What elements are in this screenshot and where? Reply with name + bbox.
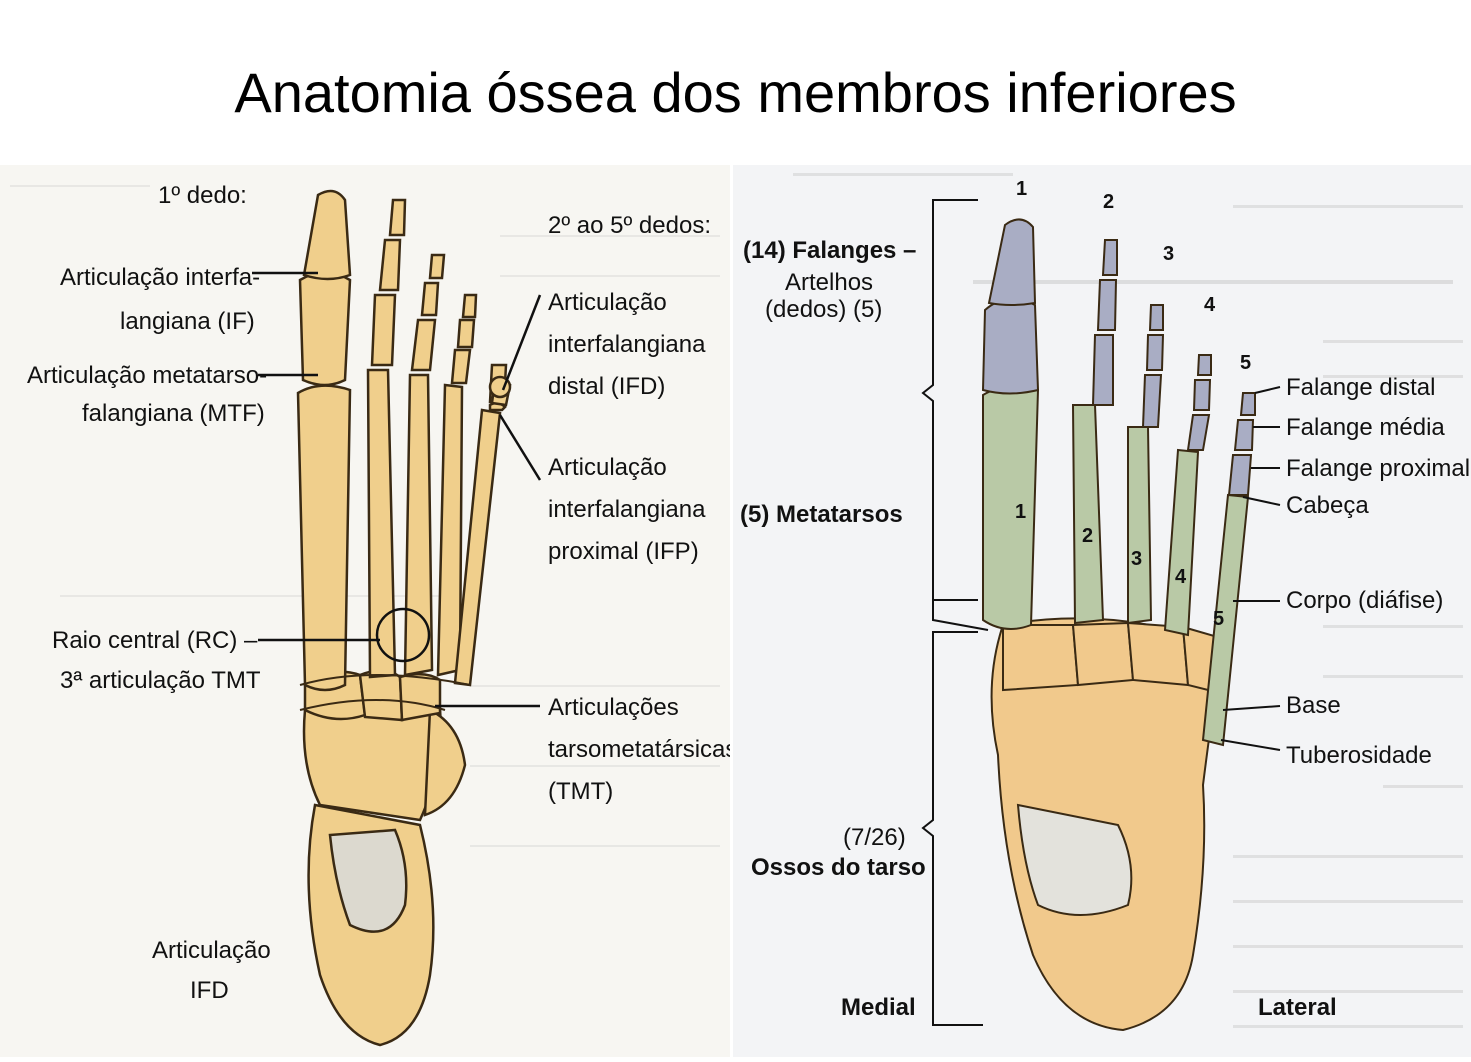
if-joint-label-2: langiana (IF) bbox=[120, 308, 255, 335]
phalanges-label-1: (14) Falanges – bbox=[743, 237, 916, 264]
mtf-joint-label-2: falangiana (MTF) bbox=[82, 400, 265, 427]
central-ray-label-1: Raio central (RC) – bbox=[52, 627, 258, 654]
brackets bbox=[921, 199, 989, 1026]
metatarsal-number-4: 4 bbox=[1175, 566, 1187, 588]
left-foot-diagram: 1º dedo: 2º ao 5º dedos: Articulação int… bbox=[0, 165, 737, 1057]
middle-phalanx-label: Falange média bbox=[1286, 414, 1445, 441]
other-toes-label: 2º ao 5º dedos: bbox=[548, 212, 711, 239]
ifd-joint-label-1: Articulação bbox=[548, 289, 667, 316]
ifp-joint-label-2: interfalangiana bbox=[548, 496, 706, 523]
metatarsals-label: (5) Metatarsos bbox=[740, 501, 903, 528]
ifd-bottom-label-1: Articulação bbox=[152, 937, 271, 964]
background-faded-text bbox=[793, 173, 1463, 1028]
proximal-phalanx-label: Falange proximal bbox=[1286, 455, 1470, 482]
toe-number-4: 4 bbox=[1204, 294, 1216, 316]
tmt-joints-label-3: (TMT) bbox=[548, 778, 613, 805]
tarsals-label-1: (7/26) bbox=[843, 824, 906, 851]
medial-label: Medial bbox=[841, 994, 916, 1021]
head-label: Cabeça bbox=[1286, 492, 1369, 519]
slide-title: Anatomia óssea dos membros inferiores bbox=[234, 61, 1237, 124]
central-ray-circle bbox=[375, 607, 431, 663]
tmt-joints-label-1: Articulações bbox=[548, 694, 679, 721]
right-foot-svg: 1 2 3 4 5 1 2 3 4 5 (14) Falanges – Arte… bbox=[740, 173, 1470, 1032]
metatarsal-bones bbox=[982, 385, 1250, 747]
phalanges-label-3: (dedos) (5) bbox=[765, 296, 882, 323]
joint-lines bbox=[299, 674, 471, 711]
lateral-label: Lateral bbox=[1258, 994, 1337, 1021]
central-ray-label-2: 3ª articulação TMT bbox=[60, 667, 261, 694]
phalanx-bones bbox=[981, 218, 1256, 496]
base-label: Base bbox=[1286, 692, 1341, 719]
toe-number-1: 1 bbox=[1016, 178, 1027, 200]
tarsals-label-2: Ossos do tarso bbox=[751, 854, 926, 881]
distal-phalanx-label: Falange distal bbox=[1286, 374, 1435, 401]
left-foot-svg: 1º dedo: 2º ao 5º dedos: Articulação int… bbox=[10, 182, 737, 1047]
ifd-joint-label-3: distal (IFD) bbox=[548, 373, 665, 400]
phalanges-label-2: Artelhos bbox=[785, 269, 873, 296]
metatarsal-number-1: 1 bbox=[1015, 501, 1026, 523]
ifp-joint-label-1: Articulação bbox=[548, 454, 667, 481]
ifd-bottom-label-2: IFD bbox=[190, 977, 229, 1004]
tuberosity-label: Tuberosidade bbox=[1286, 742, 1432, 769]
mtf-joint-label-1: Articulação metatarso- bbox=[27, 362, 267, 389]
tarsal-bones bbox=[990, 617, 1229, 1032]
ifd-joint-label-2: interfalangiana bbox=[548, 331, 706, 358]
toe-number-3: 3 bbox=[1163, 243, 1174, 265]
metatarsal-number-5: 5 bbox=[1213, 608, 1224, 630]
right-foot-diagram: 1 2 3 4 5 1 2 3 4 5 (14) Falanges – Arte… bbox=[733, 165, 1471, 1057]
first-toe-label: 1º dedo: bbox=[158, 182, 247, 209]
foot-bones bbox=[296, 189, 512, 1047]
tmt-joints-label-2: tarsometatársicas bbox=[548, 736, 730, 763]
metatarsal-number-3: 3 bbox=[1131, 548, 1142, 570]
background-faded-text bbox=[10, 185, 720, 847]
if-joint-label-1: Articulação interfa- bbox=[60, 264, 260, 291]
leader-lines bbox=[252, 271, 542, 708]
toe-number-5: 5 bbox=[1240, 352, 1251, 374]
body-label: Corpo (diáfise) bbox=[1286, 587, 1443, 614]
metatarsal-number-2: 2 bbox=[1082, 525, 1093, 547]
ifp-joint-label-3: proximal (IFP) bbox=[548, 538, 699, 565]
toe-number-2: 2 bbox=[1103, 191, 1114, 213]
leader-lines bbox=[1220, 386, 1281, 751]
